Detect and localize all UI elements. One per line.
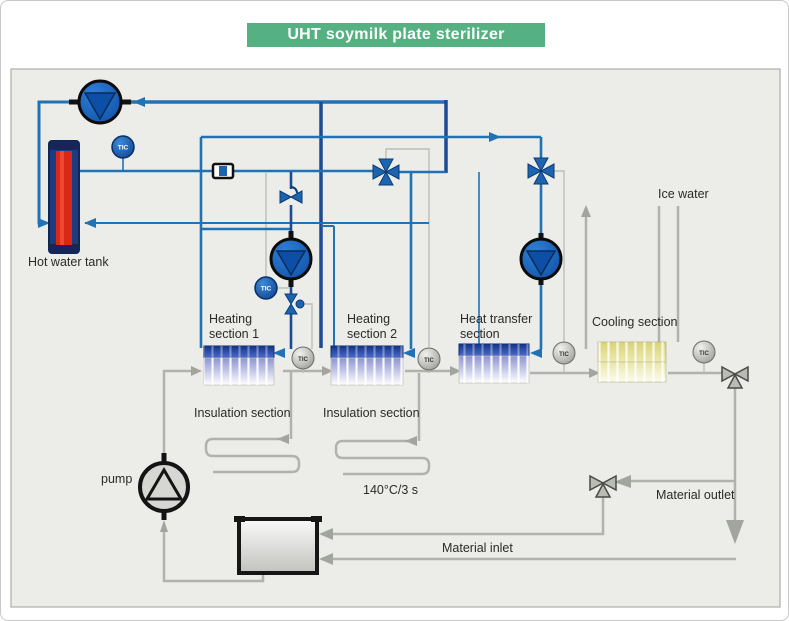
feed-pump: [138, 453, 190, 520]
tic-label: TIC: [298, 357, 308, 363]
tic-sphere-4: TIC: [692, 340, 716, 364]
label-insulation-section-2: Insulation section: [323, 406, 420, 420]
three-way-valve-outlet: [721, 365, 749, 389]
label-hot-water-tank: Hot water tank: [28, 255, 109, 269]
tic-label: TIC: [559, 352, 569, 358]
label-heat-transfer-section: Heat transfer section: [460, 312, 533, 341]
mixing-valve-1: [372, 158, 400, 186]
product-piping: [162, 206, 737, 583]
page-title: UHT soymilk plate sterilizer: [247, 23, 545, 47]
tic-indicator-hot-water: TIC: [111, 135, 135, 159]
label-cooling-section: Cooling section: [592, 315, 678, 329]
tic-indicator-heating1-pump: TIC: [254, 276, 278, 300]
label-material-outlet: Material outlet: [656, 488, 735, 502]
label-insulation-section-1: Insulation section: [194, 406, 291, 420]
heat-transfer-pump: [519, 233, 563, 285]
label-ice-water: Ice water: [658, 187, 709, 201]
hot-water-pump: [69, 79, 131, 125]
heat-exchanger-heating-1: [203, 345, 275, 386]
tic-label: TIC: [261, 286, 272, 293]
mixing-valve-2: [527, 157, 555, 185]
label-temp-time: 140°C/3 s: [363, 483, 419, 497]
heat-exchanger-heat-transfer: [458, 343, 530, 384]
label-heating-section-2: Heating section 2: [347, 312, 398, 341]
tic-sphere-1: TIC: [291, 346, 315, 370]
tic-label: TIC: [699, 351, 709, 357]
three-way-valve-recirc: [589, 474, 617, 498]
tic-sphere-2: TIC: [417, 347, 441, 371]
heating1-pump: [269, 231, 313, 287]
tic-sphere-3: TIC: [552, 341, 576, 365]
diagram-panel: [10, 68, 781, 608]
heat-exchanger-heating-2: [330, 345, 404, 386]
control-valve-2: [284, 293, 305, 315]
tic-label: TIC: [118, 145, 129, 152]
control-valve-1: [279, 186, 303, 204]
product-arrows: [160, 205, 744, 565]
balance-tank: [234, 516, 322, 575]
label-heating-section-1: Heating section 1: [209, 312, 260, 341]
flow-meter: [211, 162, 235, 180]
tic-label: TIC: [424, 358, 434, 364]
label-material-inlet: Material inlet: [442, 541, 513, 555]
hot-water-tank: [48, 140, 80, 254]
label-pump: pump: [101, 472, 133, 486]
heat-exchanger-cooling: [597, 341, 667, 383]
hot-water-arrows: [38, 97, 542, 358]
